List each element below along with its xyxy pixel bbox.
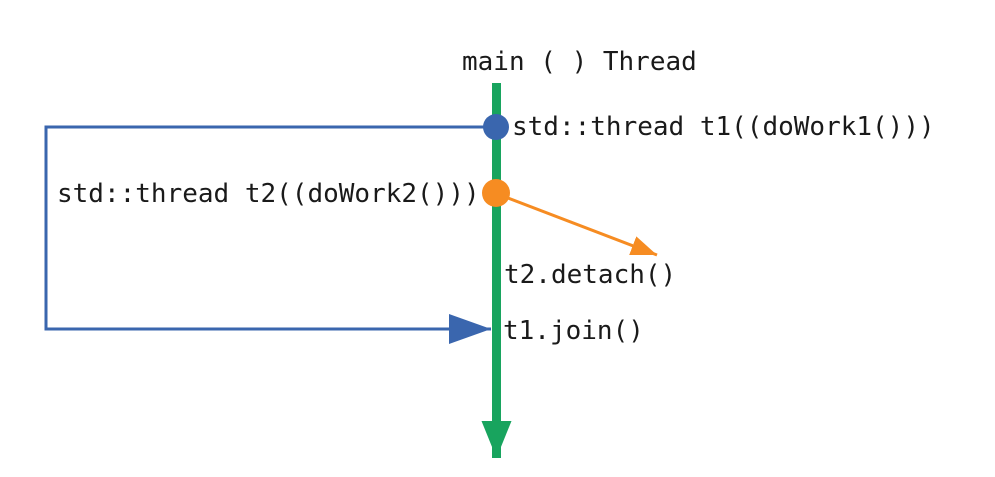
t1-join-path	[44, 125, 491, 344]
t2-creation-point	[482, 179, 510, 207]
diagram-title: main ( ) Thread	[462, 47, 697, 77]
t2-create-label: std::thread t2((doWork2()))	[57, 179, 480, 209]
t1-join-label: t1.join()	[503, 316, 644, 346]
t2-detach-arrow	[507, 196, 658, 257]
t2-detach-label: t2.detach()	[504, 260, 677, 290]
t1-create-label: std::thread t1((doWork1()))	[512, 112, 935, 142]
t1-creation-point	[483, 114, 509, 140]
